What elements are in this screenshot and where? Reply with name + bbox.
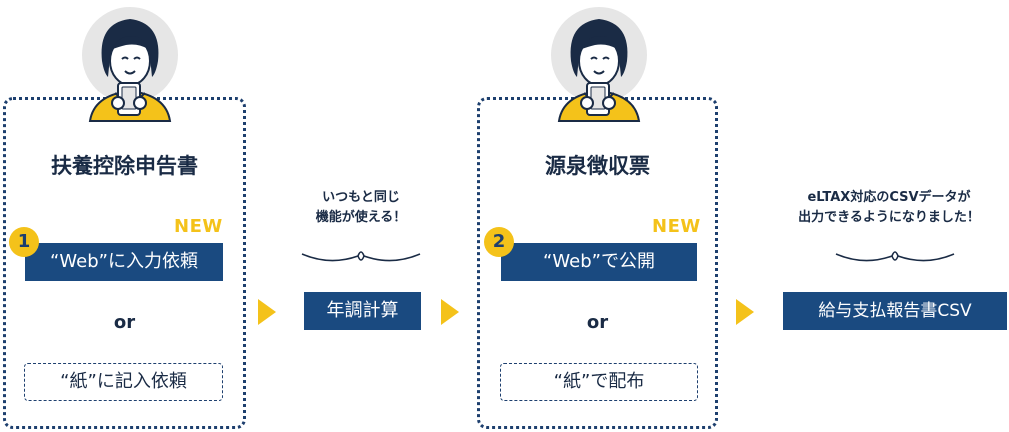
or-separator: or bbox=[586, 312, 609, 333]
arrow-right-icon bbox=[258, 299, 276, 325]
or-separator: or bbox=[113, 312, 136, 333]
paper-distribute-button[interactable]: “紙”で配布 bbox=[500, 363, 698, 401]
step-number-badge: 2 bbox=[484, 227, 514, 257]
web-input-request-button[interactable]: “Web”に入力依頼 bbox=[25, 243, 223, 281]
note-line: いつもと同じ bbox=[322, 190, 400, 205]
note-eltax-csv: eLTAX対応のCSVデータが 出力できるようになりました！ bbox=[777, 188, 1001, 228]
arrow-right-icon bbox=[736, 299, 754, 325]
new-badge: NEW bbox=[174, 216, 223, 237]
arrow-right-icon bbox=[441, 299, 459, 325]
note-line: 機能が使える！ bbox=[315, 210, 407, 225]
wave-divider bbox=[835, 251, 955, 262]
web-publish-button[interactable]: “Web”で公開 bbox=[501, 243, 697, 281]
note-line: eLTAX対応のCSVデータが bbox=[807, 190, 971, 205]
paper-request-button[interactable]: “紙”に記入依頼 bbox=[24, 363, 223, 401]
wave-divider bbox=[301, 251, 421, 262]
new-badge: NEW bbox=[652, 216, 701, 237]
salary-report-csv-box: 給与支払報告書CSV bbox=[783, 292, 1007, 330]
panel-title-dependent-deduction: 扶養控除申告書 bbox=[51, 154, 198, 178]
step-number-badge: 1 bbox=[9, 227, 39, 257]
person-avatar-icon bbox=[82, 7, 178, 122]
note-line: 出力できるようになりました！ bbox=[798, 210, 980, 225]
person-avatar-icon bbox=[551, 7, 647, 122]
year-end-calc-box: 年調計算 bbox=[304, 292, 421, 330]
note-same-features: いつもと同じ 機能が使える！ bbox=[296, 188, 426, 228]
panel-title-withholding-slip: 源泉徴収票 bbox=[545, 154, 650, 178]
